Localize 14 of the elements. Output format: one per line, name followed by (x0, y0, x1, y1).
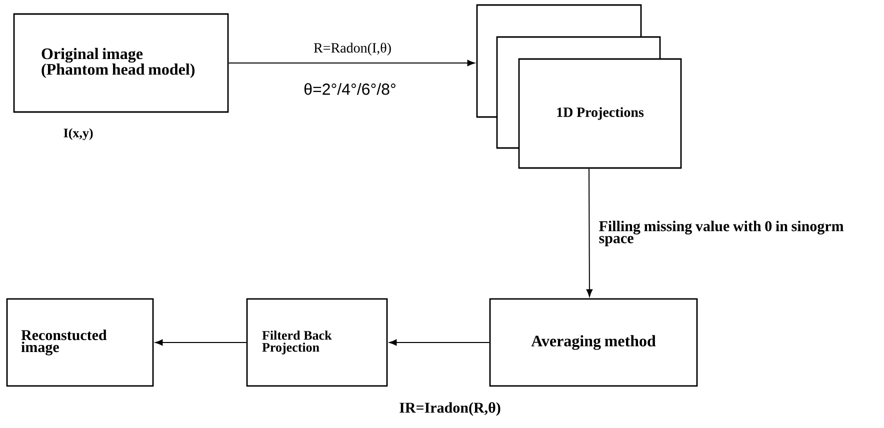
arrow (586, 168, 593, 297)
process-box: 1D Projections (518, 58, 682, 169)
process-box: Original image (Phantom head model) (13, 13, 229, 113)
arrow (389, 339, 490, 346)
formula-label: IR=Iradon(R,θ) (400, 402, 500, 416)
arrow (228, 60, 475, 66)
process-box: Averaging method (489, 298, 698, 387)
process-box: Reconstucted image (6, 298, 154, 387)
process-box: Filterd Back Projection (246, 298, 388, 387)
arrow (155, 339, 247, 346)
formula-label: I(x,y) (64, 128, 93, 140)
formula-label: θ=2°/4°/6°/8° (304, 83, 396, 95)
edge-label: R=Radon(I,θ) (314, 42, 391, 56)
edge-label: Filling missing value with 0 in sinogrm space (599, 220, 844, 246)
